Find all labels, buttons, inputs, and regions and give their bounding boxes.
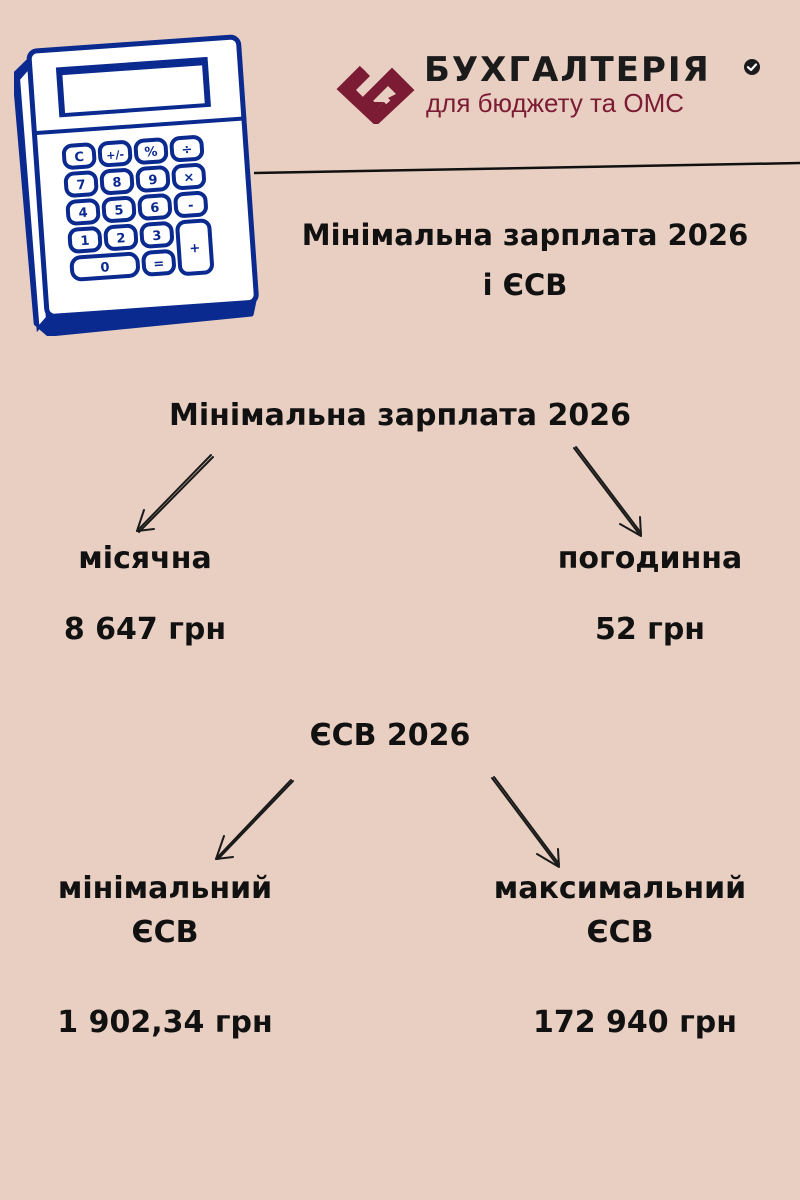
svg-text:5: 5 <box>114 203 124 219</box>
monthly-value: 8 647 грн <box>63 612 227 647</box>
svg-text:8: 8 <box>112 175 122 191</box>
min-wage-section-title: Мінімальна зарплата 2026 <box>169 398 631 433</box>
check-circle-icon <box>743 58 761 76</box>
brand-subtitle: для бюджету та ОМС <box>426 88 685 118</box>
svg-text:+: + <box>189 241 201 257</box>
brand-mark-icon <box>336 54 416 127</box>
hourly-value: 52 грн <box>594 612 706 647</box>
brand-logo: БУХГАЛТЕРІЯ для бюджету та ОМС <box>336 50 776 130</box>
svg-text:3: 3 <box>152 229 162 245</box>
svg-text:0: 0 <box>100 260 110 276</box>
max-esv-label-line1: максимальний <box>493 871 747 906</box>
arrow-down-left-icon <box>215 779 294 860</box>
svg-text:7: 7 <box>76 178 86 194</box>
svg-text:-: - <box>188 198 194 213</box>
page-title-line2: і ЄСВ <box>482 268 568 302</box>
svg-text:1: 1 <box>80 234 90 250</box>
min-esv-label: мінімальний ЄСВ <box>20 870 310 951</box>
arrow-down-right-icon <box>573 446 642 537</box>
svg-text:÷: ÷ <box>181 142 193 158</box>
svg-text:4: 4 <box>78 206 88 222</box>
page-title: Мінімальна зарплата 2026 і ЄСВ <box>255 210 795 310</box>
svg-text:9: 9 <box>148 173 158 189</box>
page-title-line1: Мінімальна зарплата 2026 <box>301 218 749 252</box>
svg-text:×: × <box>183 170 195 186</box>
svg-text:+/-: +/- <box>106 148 125 162</box>
min-esv-value: 1 902,34 грн <box>57 1005 273 1040</box>
min-esv-label-line2: ЄСВ <box>131 914 199 950</box>
calculator-icon: C +/- % ÷ 7 8 9 × 4 5 6 - 1 2 3 + 0 = <box>12 26 264 337</box>
max-esv-value: 172 940 грн <box>532 1005 737 1040</box>
svg-text:=: = <box>153 256 165 272</box>
svg-text:2: 2 <box>116 231 126 247</box>
hourly-label: погодинна <box>557 541 743 576</box>
monthly-label: місячна <box>78 541 212 576</box>
arrow-down-right-icon <box>491 776 560 868</box>
max-esv-label: максимальний ЄСВ <box>460 870 780 951</box>
esv-section-title: ЄСВ 2026 <box>309 718 471 753</box>
max-esv-label-line2: ЄСВ <box>586 914 654 950</box>
brand-title: БУХГАЛТЕРІЯ <box>424 50 711 90</box>
arrow-down-left-icon <box>136 454 214 533</box>
svg-text:%: % <box>144 145 158 161</box>
svg-text:6: 6 <box>150 201 160 217</box>
min-esv-label-line1: мінімальний <box>57 871 273 906</box>
svg-text:C: C <box>74 150 85 166</box>
